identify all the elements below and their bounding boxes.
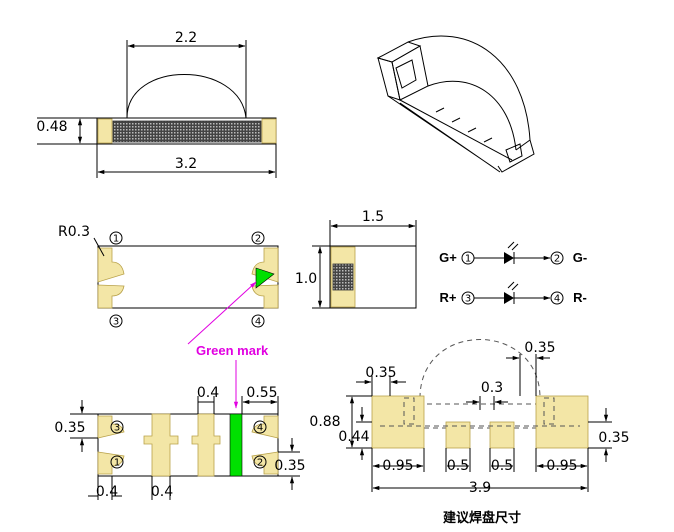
lens-dome	[126, 74, 247, 119]
footprint-caption: 建议焊盘尺寸	[443, 510, 521, 526]
dim-0.48: 0.48	[36, 119, 67, 135]
isometric-view	[376, 35, 535, 173]
bv-dim-0.35-right: 0.35	[274, 458, 305, 474]
left-terminal	[97, 118, 113, 144]
fp-dim-0.5-b: 0.5	[491, 458, 513, 474]
fp-dim-0.35-right: 0.35	[598, 430, 629, 446]
bv-pin-3: 3	[114, 423, 120, 434]
lens-outline	[419, 339, 541, 399]
green-mark-callout: Green mark	[187, 281, 269, 409]
right-terminal	[261, 118, 277, 144]
schematic-row-green: G+ 1 2 G-	[439, 241, 587, 265]
bv-pin-2: 2	[257, 458, 263, 469]
fp-dim-0.5-a: 0.5	[447, 458, 469, 474]
bv-dim-0.4-a: 0.4	[96, 484, 118, 500]
pad-left	[371, 395, 425, 449]
fp-dim-0.35-top-right: 0.35	[524, 340, 555, 356]
front-view: R0.3 1 2 3 4	[58, 224, 279, 328]
fp-dim-0.3: 0.3	[481, 380, 503, 396]
schematic-row-red: R+ 3 4 R-	[440, 281, 587, 305]
front-body	[97, 245, 279, 309]
bottom-view: 3 4 1 2 0.35 0.4 0.55 0.35 0.4 0.4	[54, 385, 306, 500]
bv-dim-0.35-left: 0.35	[54, 420, 85, 436]
pin-4-label: 4	[255, 317, 261, 328]
top-view: 2.2 0.48 3.2	[36, 30, 277, 178]
dim-1.5: 1.5	[362, 209, 384, 225]
recommended-footprint: 0.35 0.35 0.3 0.88 0.44 0.35 0.95	[309, 339, 630, 526]
green-mark-label: Green mark	[196, 343, 269, 358]
bv-pin-1: 1	[114, 458, 120, 469]
pad-mid-a	[445, 421, 471, 449]
green-mark-triangle	[255, 267, 275, 289]
pin-3-sch: 3	[465, 294, 471, 305]
green-strip	[229, 413, 243, 477]
dim-2.2: 2.2	[175, 30, 197, 46]
g-minus-label: G-	[573, 250, 587, 265]
dim-3.2: 3.2	[175, 156, 197, 172]
r-minus-label: R-	[573, 290, 587, 305]
pin-1-label: 1	[113, 234, 119, 245]
pad-right	[535, 395, 589, 449]
fp-dim-3.9: 3.9	[469, 480, 491, 496]
pin-4-sch: 4	[554, 294, 560, 305]
fp-dim-0.44: 0.44	[338, 429, 369, 445]
pin-2-sch: 2	[554, 254, 560, 265]
fp-dim-0.95-right: 0.95	[546, 458, 577, 474]
fp-dim-0.95-left: 0.95	[382, 458, 413, 474]
fp-dim-0.88: 0.88	[309, 414, 340, 430]
dim-r0.3: R0.3	[58, 224, 90, 240]
chip-mesh	[112, 120, 262, 143]
bv-dim-0.4-top: 0.4	[197, 385, 219, 401]
pin-2-label: 2	[255, 234, 261, 245]
r-plus-label: R+	[440, 290, 457, 305]
fp-dim-0.35-top-left: 0.35	[365, 365, 396, 381]
g-plus-label: G+	[439, 250, 457, 265]
pin-3-label: 3	[113, 317, 119, 328]
dim-1.0: 1.0	[295, 271, 317, 287]
side-view: 1.5 1.0	[295, 209, 417, 309]
pin-1-sch: 1	[465, 254, 471, 265]
bv-pin-4: 4	[257, 423, 263, 434]
bv-dim-0.4-b: 0.4	[151, 484, 173, 500]
bv-dim-0.55: 0.55	[246, 385, 277, 401]
